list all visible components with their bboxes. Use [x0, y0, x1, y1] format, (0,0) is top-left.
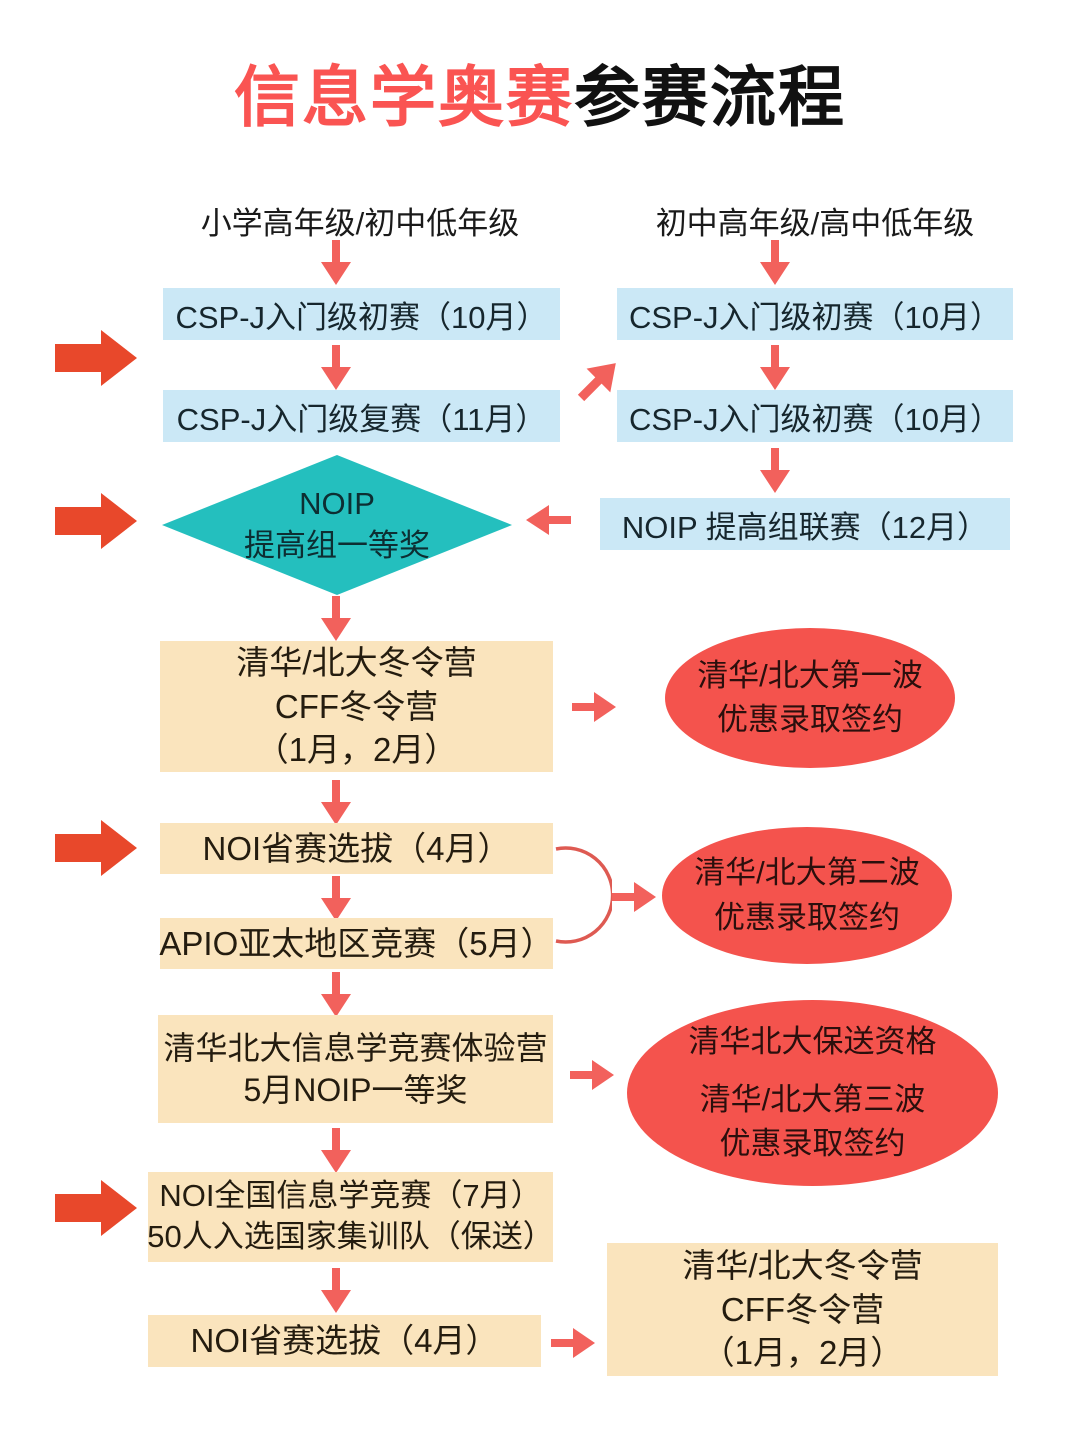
- arrow-right-icon: [572, 692, 616, 722]
- title-highlight: 信息学奥赛: [234, 60, 574, 134]
- arrow-down-icon: [321, 240, 351, 285]
- arrow-down-icon: [321, 972, 351, 1017]
- wave3-line: 清华/北大第三波: [699, 1081, 926, 1117]
- arrow-down-icon: [321, 345, 351, 390]
- winter-camp-2-line: CFF冬令营: [720, 1290, 885, 1328]
- node-wave2-ellipse: 清华/北大第二波 优惠录取签约: [662, 827, 952, 964]
- diamond-line: NOIP: [299, 486, 375, 522]
- node-noi-national: NOI全国信息学竞赛（7月） 50人入选国家集训队（保送）: [147, 1172, 554, 1262]
- wave1-line: 清华/北大第一波: [697, 657, 923, 693]
- node-apio: APIO亚太地区竞赛（5月）: [159, 918, 554, 969]
- arrow-up-right-icon: [567, 347, 636, 416]
- block-arrow-right-icon: [55, 820, 137, 876]
- block-arrow-right-icon: [55, 330, 137, 386]
- wave2-line: 优惠录取签约: [714, 899, 900, 935]
- winter-camp-line: CFF冬令营: [274, 687, 439, 725]
- arrow-down-icon: [760, 345, 790, 390]
- track-label-right: 初中高年级/高中低年级: [655, 206, 975, 241]
- wave1-line: 优惠录取签约: [717, 702, 903, 737]
- track-label-left: 小学高年级/初中低年级: [200, 206, 520, 241]
- noi-national-line: 50人入选国家集训队（保送）: [147, 1219, 554, 1254]
- node-csp-j-final-left: CSP-J入门级复赛（11月）: [163, 390, 560, 442]
- noi-national-line: NOI全国信息学竞赛（7月）: [159, 1178, 542, 1214]
- node-csp-j-prelim-right-2: CSP-J入门级初赛（10月）: [617, 390, 1013, 442]
- node-noi-provincial: NOI省赛选拔（4月）: [160, 823, 553, 874]
- arrow-down-icon: [321, 1128, 351, 1173]
- diamond-line: 提高组一等奖: [244, 528, 430, 563]
- experience-camp-line: 清华北大信息学竞赛体验营: [163, 1029, 548, 1066]
- title-rest: 参赛流程: [574, 60, 846, 134]
- block-arrow-right-icon: [55, 1180, 137, 1236]
- arrow-right-icon: [570, 1060, 614, 1090]
- arrow-right-icon: [551, 1328, 595, 1358]
- node-noip-league: NOIP 提高组联赛（12月）: [600, 498, 1010, 550]
- bracket-arc-connector: [555, 846, 612, 944]
- winter-camp-2-line: 清华/北大冬令营: [682, 1247, 923, 1285]
- winter-camp-line: 清华/北大冬令营: [236, 644, 477, 682]
- arrow-down-icon: [321, 596, 351, 641]
- arrow-down-icon: [321, 1268, 351, 1313]
- arrow-down-icon: [760, 240, 790, 285]
- node-noip-first-prize-diamond: NOIP 提高组一等奖: [162, 455, 512, 595]
- winter-camp-2-line: （1月，2月）: [701, 1334, 904, 1372]
- winter-camp-line: （1月，2月）: [255, 731, 458, 769]
- arrow-down-icon: [321, 876, 351, 921]
- experience-camp-line: 5月NOIP一等奖: [243, 1072, 468, 1108]
- block-arrow-right-icon: [55, 493, 137, 549]
- node-winter-camp-2: 清华/北大冬令营 CFF冬令营 （1月，2月）: [607, 1243, 998, 1376]
- node-wave1-ellipse: 清华/北大第一波 优惠录取签约: [665, 628, 955, 768]
- node-csp-j-prelim-left: CSP-J入门级初赛（10月）: [163, 288, 560, 340]
- node-winter-camp: 清华/北大冬令营 CFF冬令营 （1月，2月）: [160, 641, 553, 772]
- arrow-down-icon: [321, 780, 351, 825]
- node-csp-j-prelim-right: CSP-J入门级初赛（10月）: [617, 288, 1013, 340]
- node-wave3-ellipse: 清华北大保送资格 清华/北大第三波 优惠录取签约: [627, 1000, 998, 1186]
- node-noi-provincial-2: NOI省赛选拔（4月）: [148, 1315, 541, 1367]
- node-experience-camp: 清华北大信息学竞赛体验营 5月NOIP一等奖: [158, 1015, 553, 1123]
- arrow-down-icon: [760, 448, 790, 493]
- arrow-left-icon: [526, 505, 571, 535]
- page-title: 信息学奥赛参赛流程: [0, 44, 1080, 140]
- wave3-header: 清华北大保送资格: [688, 1023, 937, 1059]
- wave2-line: 清华/北大第二波: [694, 855, 920, 891]
- arrow-right-icon: [612, 882, 656, 912]
- wave3-line: 优惠录取签约: [719, 1126, 906, 1161]
